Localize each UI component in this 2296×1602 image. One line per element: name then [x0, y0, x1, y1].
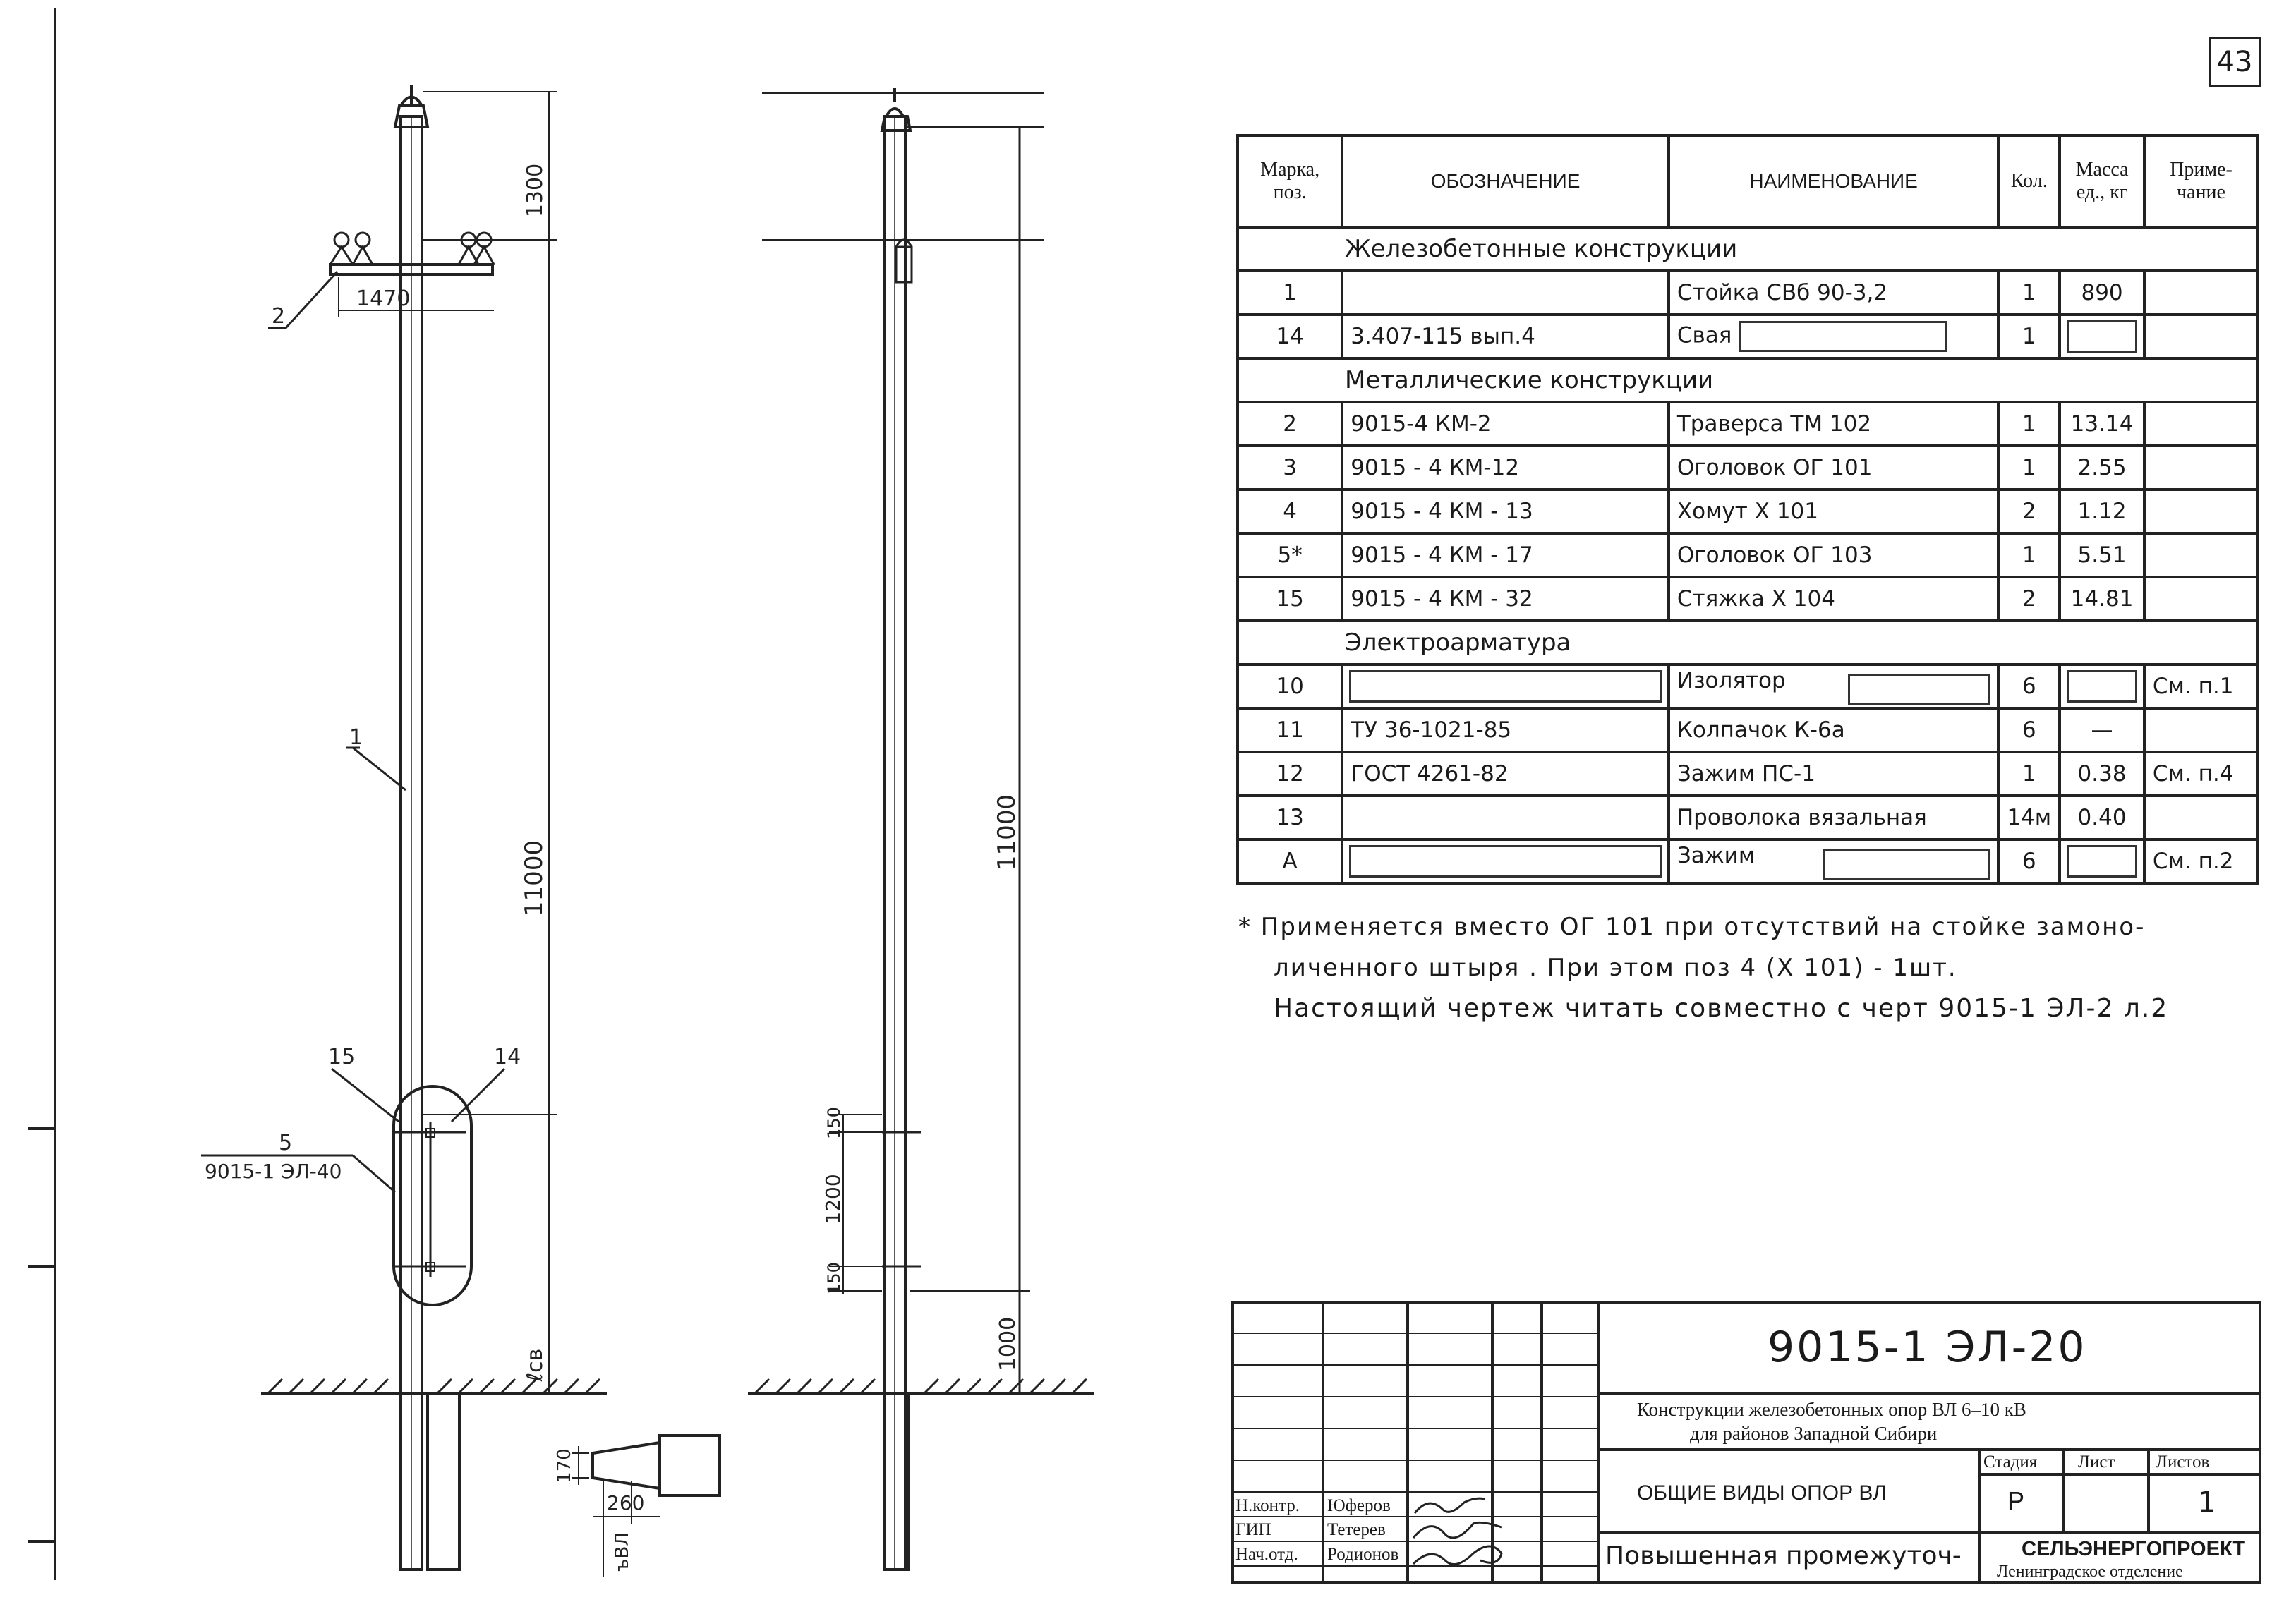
- person-2: Тетерев: [1327, 1520, 1386, 1539]
- table-row: 12 ГОСТ 4261-82 Зажим ПС-1 1 0.38 См. п.…: [1235, 751, 2260, 797]
- label-detail-ref: 9015-1 ЭЛ-40: [205, 1160, 342, 1183]
- pile-dim-label: ъВЛ: [612, 1532, 633, 1572]
- title-block: 9015-1 ЭЛ-20 Конструкции железобетонных …: [1231, 1301, 2261, 1584]
- dim-150b: 150: [824, 1262, 844, 1294]
- notes: * Применяется вместо ОГ 101 при отсутств…: [1238, 906, 2254, 1029]
- label-2: 2: [272, 304, 285, 329]
- sheets-value: 1: [2198, 1486, 2216, 1519]
- person-1: Юферов: [1327, 1496, 1391, 1515]
- role-2: ГИП: [1235, 1520, 1271, 1539]
- sheet-label: Лист: [2078, 1452, 2115, 1471]
- person-3: Родионов: [1327, 1545, 1399, 1564]
- section-concrete: Железобетонные конструкции: [1236, 226, 2259, 272]
- blank-box: [2067, 320, 2137, 353]
- sheet-subtitle: Повышенная промежуточ-: [1605, 1541, 1962, 1570]
- stage-value: Р: [2007, 1486, 2025, 1515]
- dim-1200: 1200: [821, 1174, 845, 1224]
- header-mark: Марка, поз.: [1235, 134, 1344, 229]
- table-row: 3 9015 - 4 КМ-12 Оголовок ОГ 101 1 2.55: [1235, 444, 2260, 491]
- dim-260: 260: [607, 1491, 644, 1515]
- signatures: [1412, 1497, 1503, 1566]
- table-row: 5* 9015 - 4 КМ - 17 Оголовок ОГ 103 1 5.…: [1235, 532, 2260, 578]
- table-row: 1 Стойка СВб 90-3,2 1 890: [1235, 269, 2260, 316]
- table-header-row: Марка, поз. ОБОЗНАЧЕНИЕ НАИМЕНОВАНИЕ Кол…: [1235, 134, 2260, 229]
- blank-box: [1823, 849, 1990, 880]
- blank-box: [1349, 670, 1662, 703]
- header-qty: Кол.: [1997, 134, 2062, 229]
- blank-box: [2067, 845, 2137, 878]
- drawing-code: 9015-1 ЭЛ-20: [1768, 1323, 2087, 1372]
- blank-box: [1349, 845, 1662, 878]
- table-row: 11 ТУ 36-1021-85 Колпачок К-6а 6 —: [1235, 707, 2260, 753]
- table-row: 4 9015 - 4 КМ - 13 Хомут Х 101 2 1.12: [1235, 488, 2260, 535]
- section-metal: Металлические конструкции: [1236, 357, 2259, 403]
- table-row: А Зажим 6 См. п.2: [1235, 838, 2260, 885]
- organization: СЕЛЬЭНЕРГОПРОЕКТ: [2022, 1538, 2246, 1560]
- page-number: 43: [2209, 37, 2261, 87]
- label-1: 1: [349, 725, 363, 750]
- blank-box: [1848, 674, 1990, 705]
- dim-150a: 150: [824, 1107, 844, 1139]
- label-5: 5: [279, 1131, 292, 1155]
- table-row: 14 3.407-115 вып.4 Свая 1: [1235, 313, 2260, 360]
- specification-table: Марка, поз. ОБОЗНАЧЕНИЕ НАИМЕНОВАНИЕ Кол…: [1235, 134, 2260, 885]
- project-line-2: для районов Западной Сибири: [1690, 1423, 1938, 1444]
- right-pole: [748, 88, 1094, 1571]
- dim-embed: ℓсв: [523, 1349, 548, 1383]
- note-line-3: Настоящий чертеж читать совместно с черт…: [1274, 994, 2169, 1023]
- table-row: 13 Проволока вязальная 14м 0.40: [1235, 794, 2260, 841]
- table-row: 2 9015-4 КМ-2 Траверса ТМ 102 1 13.14: [1235, 401, 2260, 447]
- role-3: Нач.отд.: [1235, 1545, 1298, 1564]
- dim-1300: 1300: [523, 164, 548, 217]
- label-14: 14: [494, 1045, 521, 1069]
- role-1: Н.контр.: [1235, 1496, 1300, 1515]
- section-electrical: Электроарматура: [1236, 619, 2259, 666]
- stage-label: Стадия: [1983, 1452, 2038, 1471]
- dim-11000-right: 11000: [993, 794, 1021, 870]
- header-designation: ОБОЗНАЧЕНИЕ: [1341, 134, 1670, 229]
- blank-box: [1739, 321, 1948, 352]
- dim-1470: 1470: [356, 286, 410, 311]
- left-pole: [201, 85, 721, 1577]
- label-15: 15: [328, 1045, 355, 1069]
- dim-170: 170: [554, 1448, 575, 1483]
- dim-11000-left: 11000: [520, 840, 548, 916]
- table-row: 10 Изолятор 6 См. п.1: [1235, 663, 2260, 710]
- note-line-2: личенного штыря . При этом поз 4 (Х 101)…: [1274, 954, 1957, 982]
- sheets-label: Листов: [2156, 1452, 2210, 1471]
- organization-sub: Ленинградское отделение: [1997, 1562, 2183, 1581]
- header-note: Приме- чание: [2142, 134, 2260, 229]
- title-block-grid: [1231, 1301, 2261, 1584]
- header-mass: Масса ед., кг: [2058, 134, 2146, 229]
- sheet-title: ОБЩИЕ ВИДЫ ОПОР ВЛ: [1637, 1481, 1887, 1505]
- note-line-1: * Применяется вместо ОГ 101 при отсутств…: [1238, 913, 2146, 941]
- table-row: 15 9015 - 4 КМ - 32 Стяжка Х 104 2 14.81: [1235, 576, 2260, 622]
- dim-1000: 1000: [996, 1317, 1020, 1371]
- project-line-1: Конструкции железобетонных опор ВЛ 6–10 …: [1637, 1399, 2026, 1420]
- blank-box: [2067, 670, 2137, 703]
- header-name: НАИМЕНОВАНИЕ: [1667, 134, 2000, 229]
